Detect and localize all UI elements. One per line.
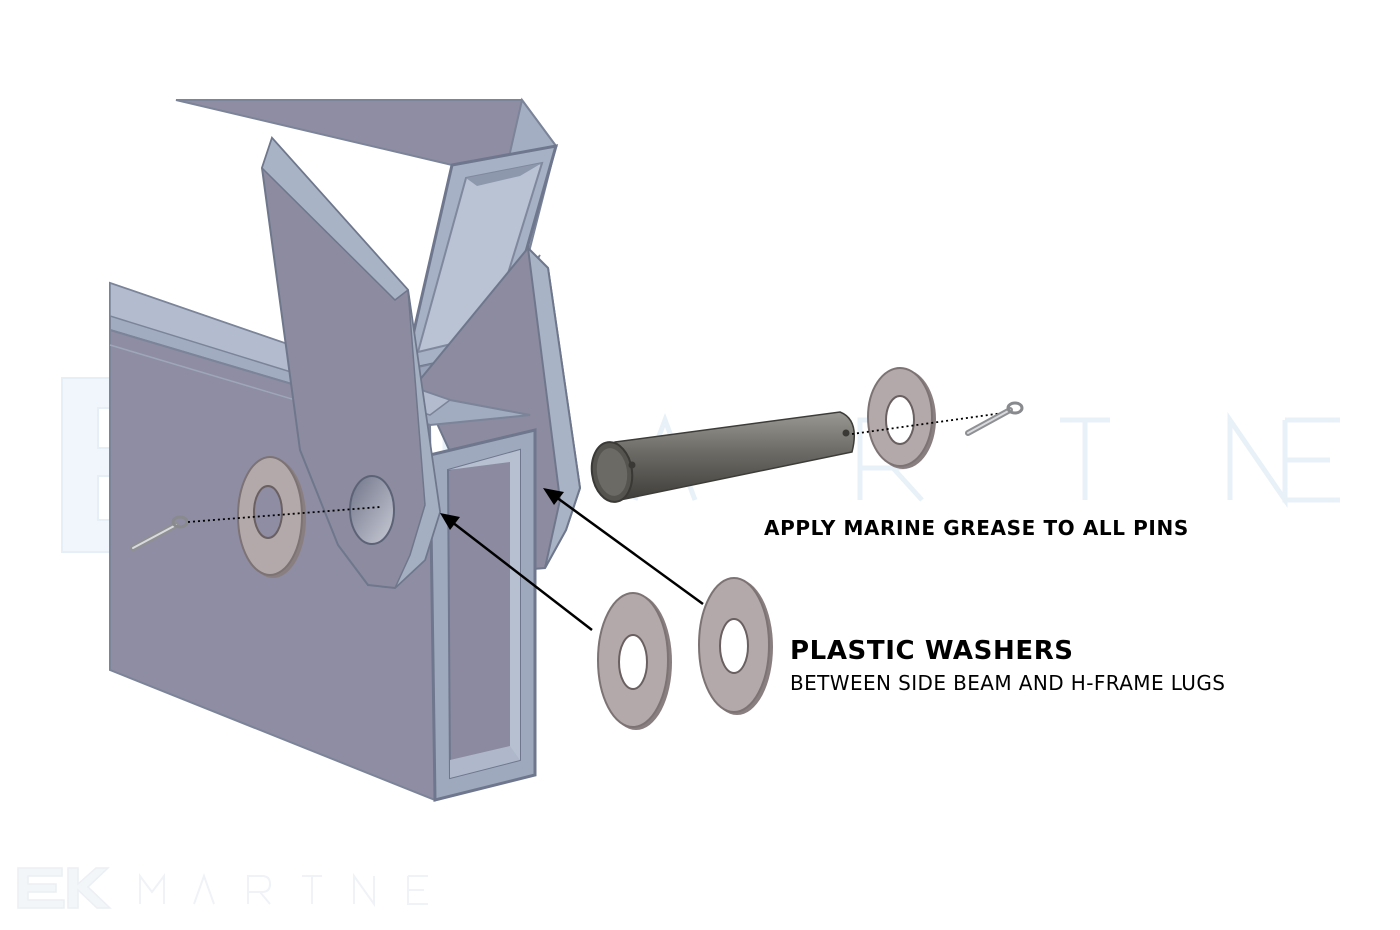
plastic-washer-2 [698, 577, 773, 715]
h-frame-lug-front [260, 136, 442, 590]
plastic-washers-subtitle: BETWEEN SIDE BEAM AND H-FRAME LUGS [790, 671, 1226, 695]
washer-outer-left [237, 456, 306, 578]
plastic-washers-title: PLASTIC WASHERS [790, 636, 1074, 666]
arrow-washer-2 [543, 488, 704, 606]
cotter-pin-left [130, 515, 189, 551]
watermark-small [17, 867, 428, 909]
watermark-small-marine [139, 872, 428, 908]
cotter-pin-right [965, 401, 1024, 436]
watermark-small-ek-logo [17, 867, 112, 909]
alignment-line-left [187, 506, 381, 523]
grease-instruction: APPLY MARINE GREASE TO ALL PINS [764, 516, 1189, 540]
washer-pin-end [867, 367, 936, 469]
alignment-line-right [851, 411, 1011, 435]
arrow-washer-1 [440, 513, 593, 631]
pivot-pin [590, 411, 855, 503]
plastic-washer-1 [597, 592, 672, 730]
